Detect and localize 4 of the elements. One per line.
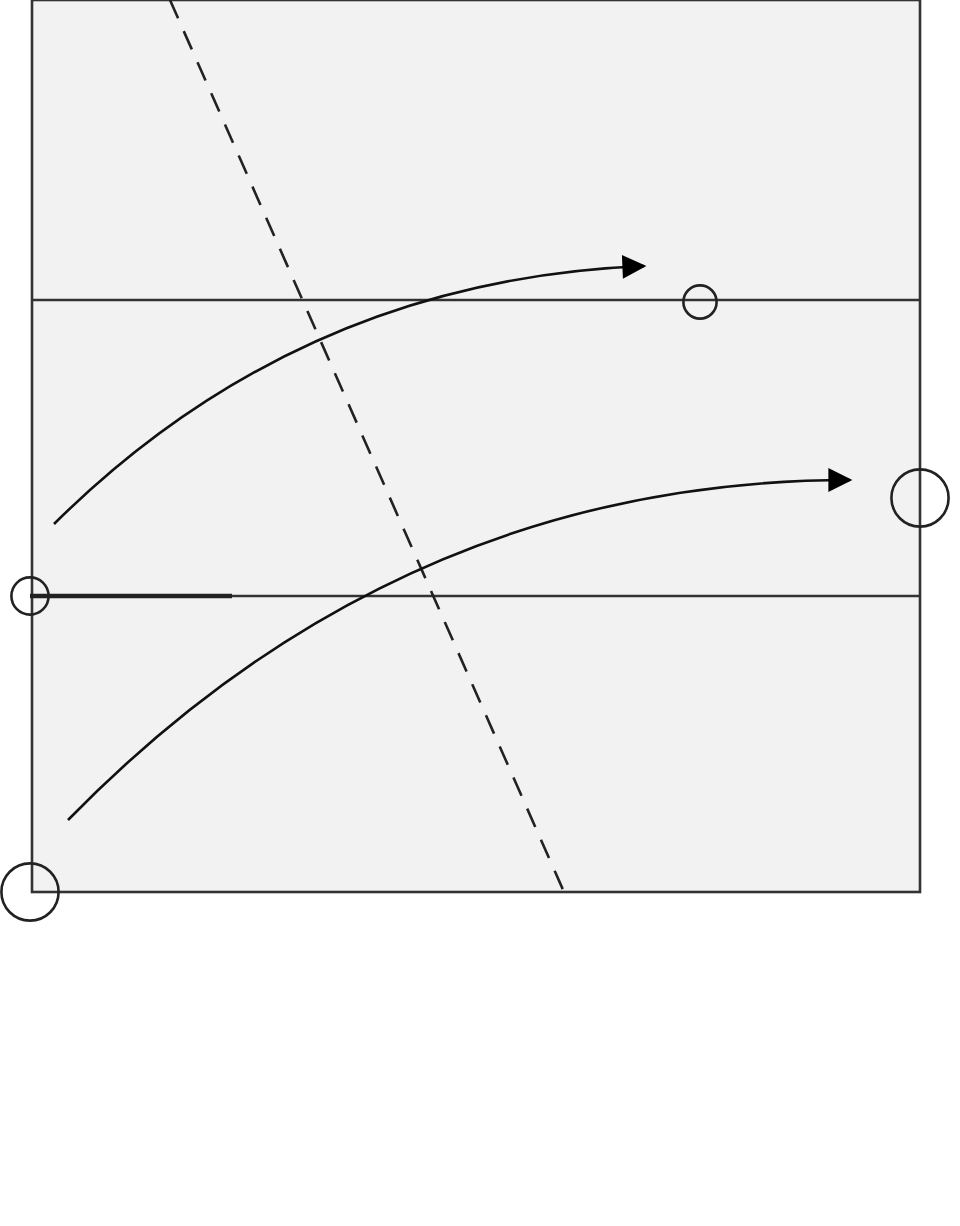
circle-marker xyxy=(682,284,718,320)
circle-marker xyxy=(0,862,60,922)
circle-marker xyxy=(10,576,50,616)
circle-marker xyxy=(890,468,950,528)
